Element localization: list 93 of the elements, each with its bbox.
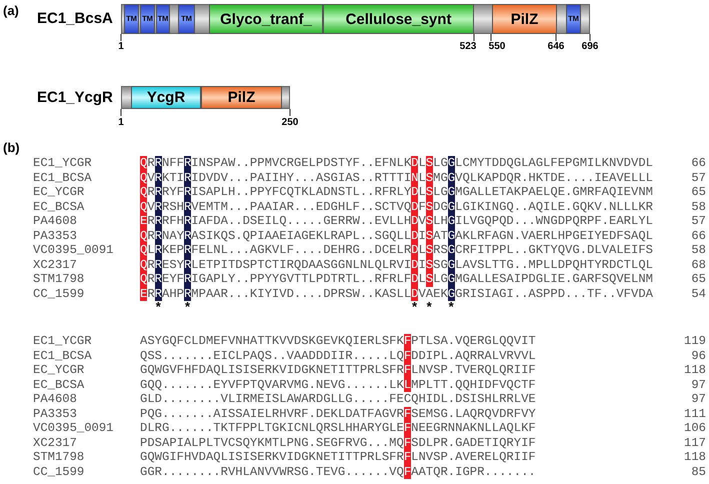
aligned-sequence: GQWGVFHFDAQLISISERKVIDGKNETITTPRLSFRFLNVSP.TVERQLQRIIF <box>140 363 536 378</box>
aligned-sequence: QSS.......EICLPAQS..VAADDDIIR.....LQFDDIPL.AQRRALVRVVL <box>140 348 536 363</box>
aligned-sequence: ERRRFHRIAFDA..DSEILQ.....GERRW..EVLLHDVSLHGILVGQPQD...WNGDPQRPF.EARLYL <box>140 214 653 228</box>
domain-label: PilZ <box>228 90 256 105</box>
residue-number: 57 <box>691 170 706 185</box>
panel-label: (a) <box>3 3 19 18</box>
aligned-sequence: QVRKTIRIDVDV...PAIIHY...ASGIAS..RTTTINLSMGGVQLKAPDQR.HKTDE....IEAVELLL <box>140 170 653 185</box>
conserved-mark: * <box>448 299 454 314</box>
domain-label: Glyco_tranf_ <box>220 12 312 26</box>
sequence-name: PA3353 <box>33 228 77 243</box>
residue-number: 106 <box>684 421 706 436</box>
residue-number: 57 <box>691 214 706 228</box>
conserved-mark: * <box>412 299 418 314</box>
residue-number: 118 <box>684 363 706 378</box>
aligned-sequence: GQQ.......EYVFPTQVARVMG.NEVG......LKLMPLTT.QQHIDFVQCTF <box>140 378 536 392</box>
residue-number: 54 <box>691 286 706 301</box>
residue-number: 65 <box>691 272 706 286</box>
domain-box <box>131 86 201 109</box>
residue-number: 66 <box>691 228 706 243</box>
residue-number: 66 <box>691 156 706 170</box>
domain-box <box>323 4 474 34</box>
position-label: 550 <box>488 41 506 52</box>
conserved-mark: * <box>156 299 161 314</box>
aligned-sequence: PQG.......AISSAIELRHVRF.DEKLDATFAGVRFSEMSG.LAQRQVDRFVY <box>140 406 536 421</box>
aligned-sequence: GLD........VLIRMEISLAWARDGLLG.....FECQHIDL.DSISHLRRLVE <box>140 392 536 406</box>
sequence-name: EC_YCGR <box>33 363 84 378</box>
sequence-name: VC0395_0091 <box>33 421 114 436</box>
domain-box <box>140 4 155 34</box>
residue-number: 118 <box>684 450 706 464</box>
residue-number: 117 <box>684 436 706 450</box>
position-label: 1 <box>118 117 124 128</box>
aligned-sequence: QRRESYRLETPITDSPTCTIRQDAASGGNLNLQLRVIDISSGGLAVSLTTG..MPLLDPQHTYRDCTLQL <box>140 258 653 272</box>
sequence-name: PA4608 <box>33 392 77 406</box>
domain-label: PilZ <box>510 12 538 26</box>
position-label: 1 <box>118 41 124 52</box>
protein-name: EC1_BcsA <box>37 10 113 27</box>
aligned-sequence: QLRKEPRFELNL...AGKVLF....DEHRG..DCELRDLSRSGCRFITPPL..GKTYQVG.DLVALEIFS <box>140 243 653 258</box>
residue-number: 85 <box>691 464 706 479</box>
aligned-sequence: GQWGIFHVDAQLISISERKVIDGKNETITTPRLSFRFLNVSP.AVERELQRIIF <box>140 450 536 464</box>
position-label: 696 <box>582 41 598 52</box>
aligned-sequence: QVRRSHRVEMTM...PAAIAR...EDGHLF..SCTVQDFSDGGLGIKINGQ..AQILE.GQKV.NLLLKR <box>140 200 653 214</box>
residue-number: 111 <box>684 406 706 421</box>
residue-number: 119 <box>684 334 706 348</box>
residue-number: 68 <box>691 258 706 272</box>
domain-label: YcgR <box>146 90 186 105</box>
sequence-name: EC_YCGR <box>33 185 84 200</box>
domain-box <box>209 4 323 34</box>
sequence-name: PA3353 <box>33 406 77 421</box>
sequence-name: EC_BCSA <box>33 378 84 392</box>
domain-box <box>492 4 557 34</box>
aligned-sequence: QRREYFRIGAPLY..PPYYGVTTLPDTRTL..RFRLFDLSLGGMGALLESAIPDGLIE.GARFSQVELNM <box>140 272 653 286</box>
residue-number: 97 <box>691 378 706 392</box>
residue-number: 58 <box>691 243 706 258</box>
sequence-name: XC2317 <box>33 436 77 450</box>
sequence-name: CC_1599 <box>33 464 84 479</box>
aligned-sequence: QRRRYFRISAPLH..PPYFCQTKLADNSTL..RFRLYDLSLGGMGALLETAKPAELQE.GMRFAQIEVNM <box>140 185 653 200</box>
protein-bar <box>121 86 290 109</box>
position-label: 250 <box>282 117 298 128</box>
residue-number: 58 <box>691 200 706 214</box>
aligned-sequence: QRRNAYRASIKQS.QPIAAEIAGEKLRAPL..SGQLLDISATGAKLRFAGN.VAERLHPGEIYEDFSAQL <box>140 228 653 243</box>
domain-box <box>201 86 282 109</box>
sequence-name: XC2317 <box>33 258 77 272</box>
sequence-name: EC1_BCSA <box>33 348 92 363</box>
residue-number: 96 <box>691 348 706 363</box>
sequence-name: EC1_YCGR <box>33 156 92 170</box>
sequence-name: PA4608 <box>33 214 77 228</box>
panel-label: (b) <box>3 140 20 155</box>
sequence-name: EC_BCSA <box>33 200 84 214</box>
sequence-name: EC1_YCGR <box>33 334 92 348</box>
residue-number: 97 <box>691 392 706 406</box>
domain-label: Cellulose_synt <box>346 12 452 26</box>
aligned-sequence: DLRG......TKTFPPLTGKICNLQRSLHHARYGLEFNEEGRNNAKNLLAQLKF <box>140 421 536 436</box>
sequence-name: STM1798 <box>33 272 84 286</box>
domain-box <box>178 4 195 34</box>
conserved-mark: * <box>185 299 190 314</box>
position-label: 523 <box>460 41 476 52</box>
conserved-mark: * <box>426 299 432 314</box>
aligned-sequence: PDSAPIALPLTVCSQYKMTLPNG.SEGFRVG...MQFSDLPR.GADETIQRYIF <box>140 436 536 450</box>
residue-number: 65 <box>691 185 706 200</box>
domain-box <box>566 4 581 34</box>
domain-box <box>156 4 170 34</box>
sequence-name: CC_1599 <box>33 286 84 301</box>
sequence-name: EC1_BCSA <box>33 170 92 185</box>
position-label: 646 <box>548 41 564 52</box>
domain-box <box>124 4 139 34</box>
sequence-name: VC0395_0091 <box>33 243 114 258</box>
protein-name: EC1_YcgR <box>37 89 113 106</box>
aligned-sequence: ASYGQFCLDMEFVNHATTKVVDSKGEVKQIERLSFKFPTLSA.VQERGLQQVIT <box>140 334 536 348</box>
protein-bar <box>121 4 590 34</box>
aligned-sequence: QRRNFFRINSPAW..PPMVCRGELPDSTYF..EFNLKDLSLGGLCMYTDDQGLAGLFEPGMILKNVDVDL <box>140 156 653 170</box>
sequence-name: STM1798 <box>33 450 84 464</box>
aligned-sequence: ERRAHPRMPAAR...KIYIVD....DPRSW..KASLLDVAEKGGRISIAGI..ASPPD...TF..VFVDA <box>140 286 653 301</box>
aligned-sequence: GGR........RVHLANVVWRSG.TEVG......VQFAATQR.IGPR....... <box>140 464 536 479</box>
